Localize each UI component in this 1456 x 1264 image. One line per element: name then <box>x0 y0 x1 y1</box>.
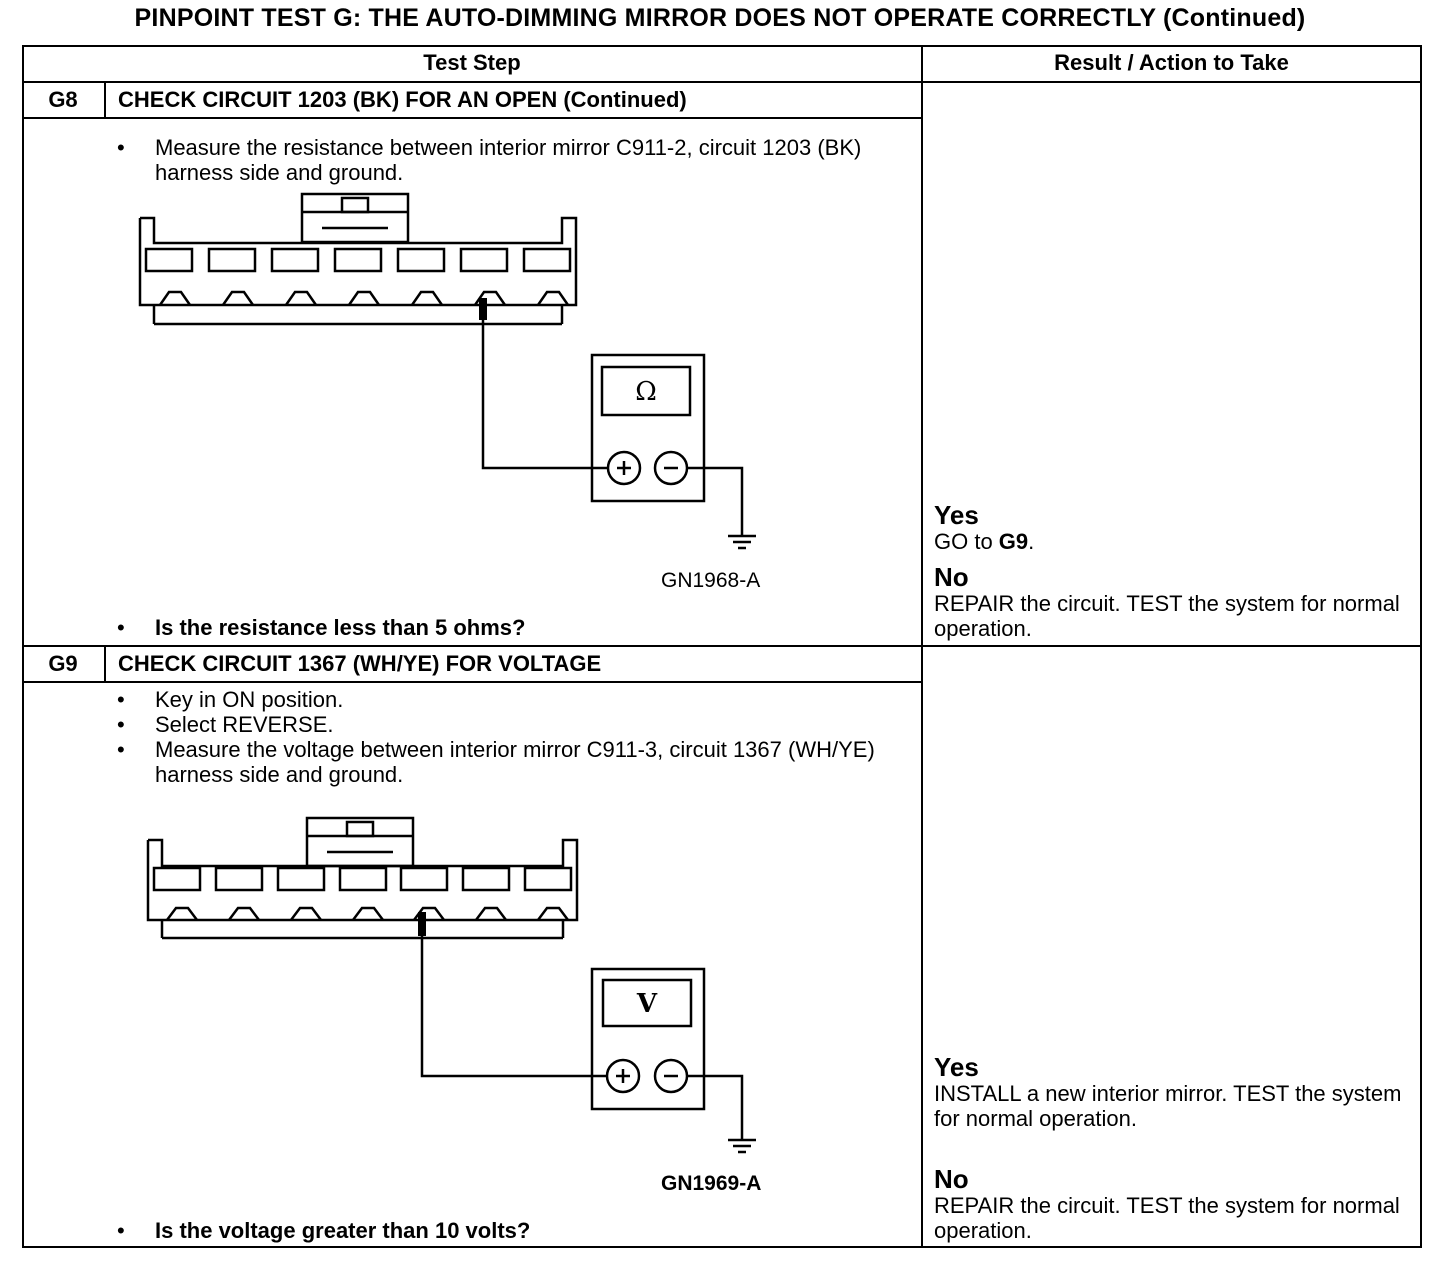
yes-action-target: G9 <box>998 529 1029 554</box>
yes-action: INSTALL a new interior mirror. TEST the … <box>934 1081 1402 1131</box>
bullet: • <box>117 687 125 712</box>
instruction-item: • Measure the voltage between interior m… <box>117 737 915 787</box>
figure-id: GN1969-A <box>661 1172 762 1195</box>
g8-title-divider <box>22 117 922 119</box>
yes-label: Yes <box>934 1052 979 1082</box>
bullet: • <box>117 1218 125 1243</box>
step-id: G9 <box>48 651 78 676</box>
connector-voltmeter-diagram: V <box>146 816 756 1154</box>
step-divider <box>22 645 1422 647</box>
meter-symbol: V <box>636 989 658 1019</box>
instruction-item: • Select REVERSE. <box>117 712 915 737</box>
yes-label: Yes <box>934 500 979 530</box>
question-text: Is the resistance less than 5 ohms? <box>155 615 526 640</box>
bullet: • <box>117 712 125 737</box>
result-yes: Yes INSTALL a new interior mirror. TEST … <box>934 1053 1404 1131</box>
no-label: No <box>934 562 969 592</box>
bullet: • <box>117 135 125 160</box>
instruction-text: Measure the resistance between interior … <box>155 135 862 185</box>
g8-id-divider <box>104 82 106 118</box>
result-yes: Yes GO to G9. <box>934 501 1404 554</box>
g9-id-divider <box>104 646 106 682</box>
result-no: No REPAIR the circuit. TEST the system f… <box>934 563 1404 641</box>
figure-id: GN1968-A <box>661 569 761 592</box>
question: • Is the voltage greater than 10 volts? <box>117 1218 531 1243</box>
header-divider <box>22 81 1422 83</box>
bullet: • <box>117 737 125 762</box>
header-result-action: Result / Action to Take <box>1054 50 1289 75</box>
instruction-text: Select REVERSE. <box>155 712 334 737</box>
no-action: REPAIR the circuit. TEST the system for … <box>934 591 1400 641</box>
yes-action-suffix: . <box>1028 529 1035 554</box>
result-no: No REPAIR the circuit. TEST the system f… <box>934 1165 1404 1243</box>
yes-action-text: GO to <box>934 529 999 554</box>
step-title: CHECK CIRCUIT 1203 (BK) FOR AN OPEN (Con… <box>118 87 687 112</box>
step-id: G8 <box>48 87 78 112</box>
connector-ohmmeter-diagram: Ω <box>138 192 756 550</box>
instruction-text: Key in ON position. <box>155 687 344 712</box>
g9-title-divider <box>22 681 922 683</box>
header-test-step: Test Step <box>423 50 521 75</box>
step-title: CHECK CIRCUIT 1367 (WH/YE) FOR VOLTAGE <box>118 651 602 676</box>
question: • Is the resistance less than 5 ohms? <box>117 615 526 640</box>
instruction-item: • Measure the resistance between interio… <box>117 135 895 185</box>
bullet: • <box>117 615 125 640</box>
yes-action: GO to G9. <box>934 529 1404 554</box>
instruction-item: • Key in ON position. <box>117 687 915 712</box>
no-action: REPAIR the circuit. TEST the system for … <box>934 1193 1400 1243</box>
meter-symbol: Ω <box>635 377 657 407</box>
instruction-text: Measure the voltage between interior mir… <box>155 737 875 787</box>
page-title: PINPOINT TEST G: THE AUTO-DIMMING MIRROR… <box>134 4 1306 32</box>
no-label: No <box>934 1164 969 1194</box>
question-text: Is the voltage greater than 10 volts? <box>155 1218 531 1243</box>
